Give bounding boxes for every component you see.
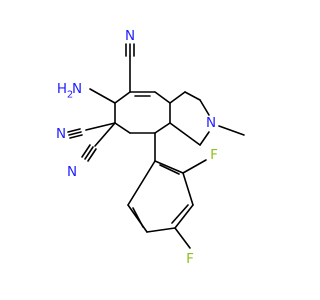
bond [154, 160, 184, 174]
bond [94, 122, 116, 147]
bond-aryl-double [159, 164, 180, 175]
atom-n-lower: N [67, 164, 77, 180]
atom-nh2-h: H [57, 81, 67, 97]
atom-nh2-n: N [72, 81, 82, 97]
molecule-structure: N N H 2 N N N F F [56, 28, 245, 267]
bond [127, 160, 156, 206]
bond [182, 159, 207, 174]
bond [199, 99, 210, 116]
bond-triple-lower-a [81, 144, 91, 158]
bond [174, 227, 191, 249]
atom-n-ring: N [206, 115, 216, 131]
bonds [67, 43, 245, 249]
atoms: N N H 2 N N N F F [56, 28, 218, 267]
bond [169, 91, 186, 104]
bond [182, 172, 194, 206]
bond [199, 131, 210, 146]
bond-aryl-double [132, 207, 144, 228]
bond-triple-left-b [68, 131, 82, 136]
bond [114, 122, 131, 134]
bond [154, 122, 171, 134]
bond [127, 204, 148, 233]
bond [114, 91, 131, 104]
atom-n-top: N [125, 28, 135, 44]
atom-f-upper: F [210, 147, 218, 163]
bond [184, 91, 201, 101]
bond [146, 227, 176, 233]
bond [154, 91, 171, 104]
bond-triple-left-c [69, 134, 83, 139]
bond [169, 122, 201, 146]
atom-f-lower: F [186, 251, 194, 267]
bond [89, 88, 116, 104]
bond [85, 122, 116, 131]
bond-triple-left-a [67, 128, 81, 133]
atom-n-left: N [56, 126, 66, 142]
atom-nh2-sub: 2 [67, 90, 73, 101]
bond [218, 125, 245, 136]
bond [174, 204, 194, 229]
bond-triple-lower-c [87, 148, 97, 162]
bond-triple-lower-b [84, 146, 94, 160]
bond-aryl-double [171, 204, 189, 224]
